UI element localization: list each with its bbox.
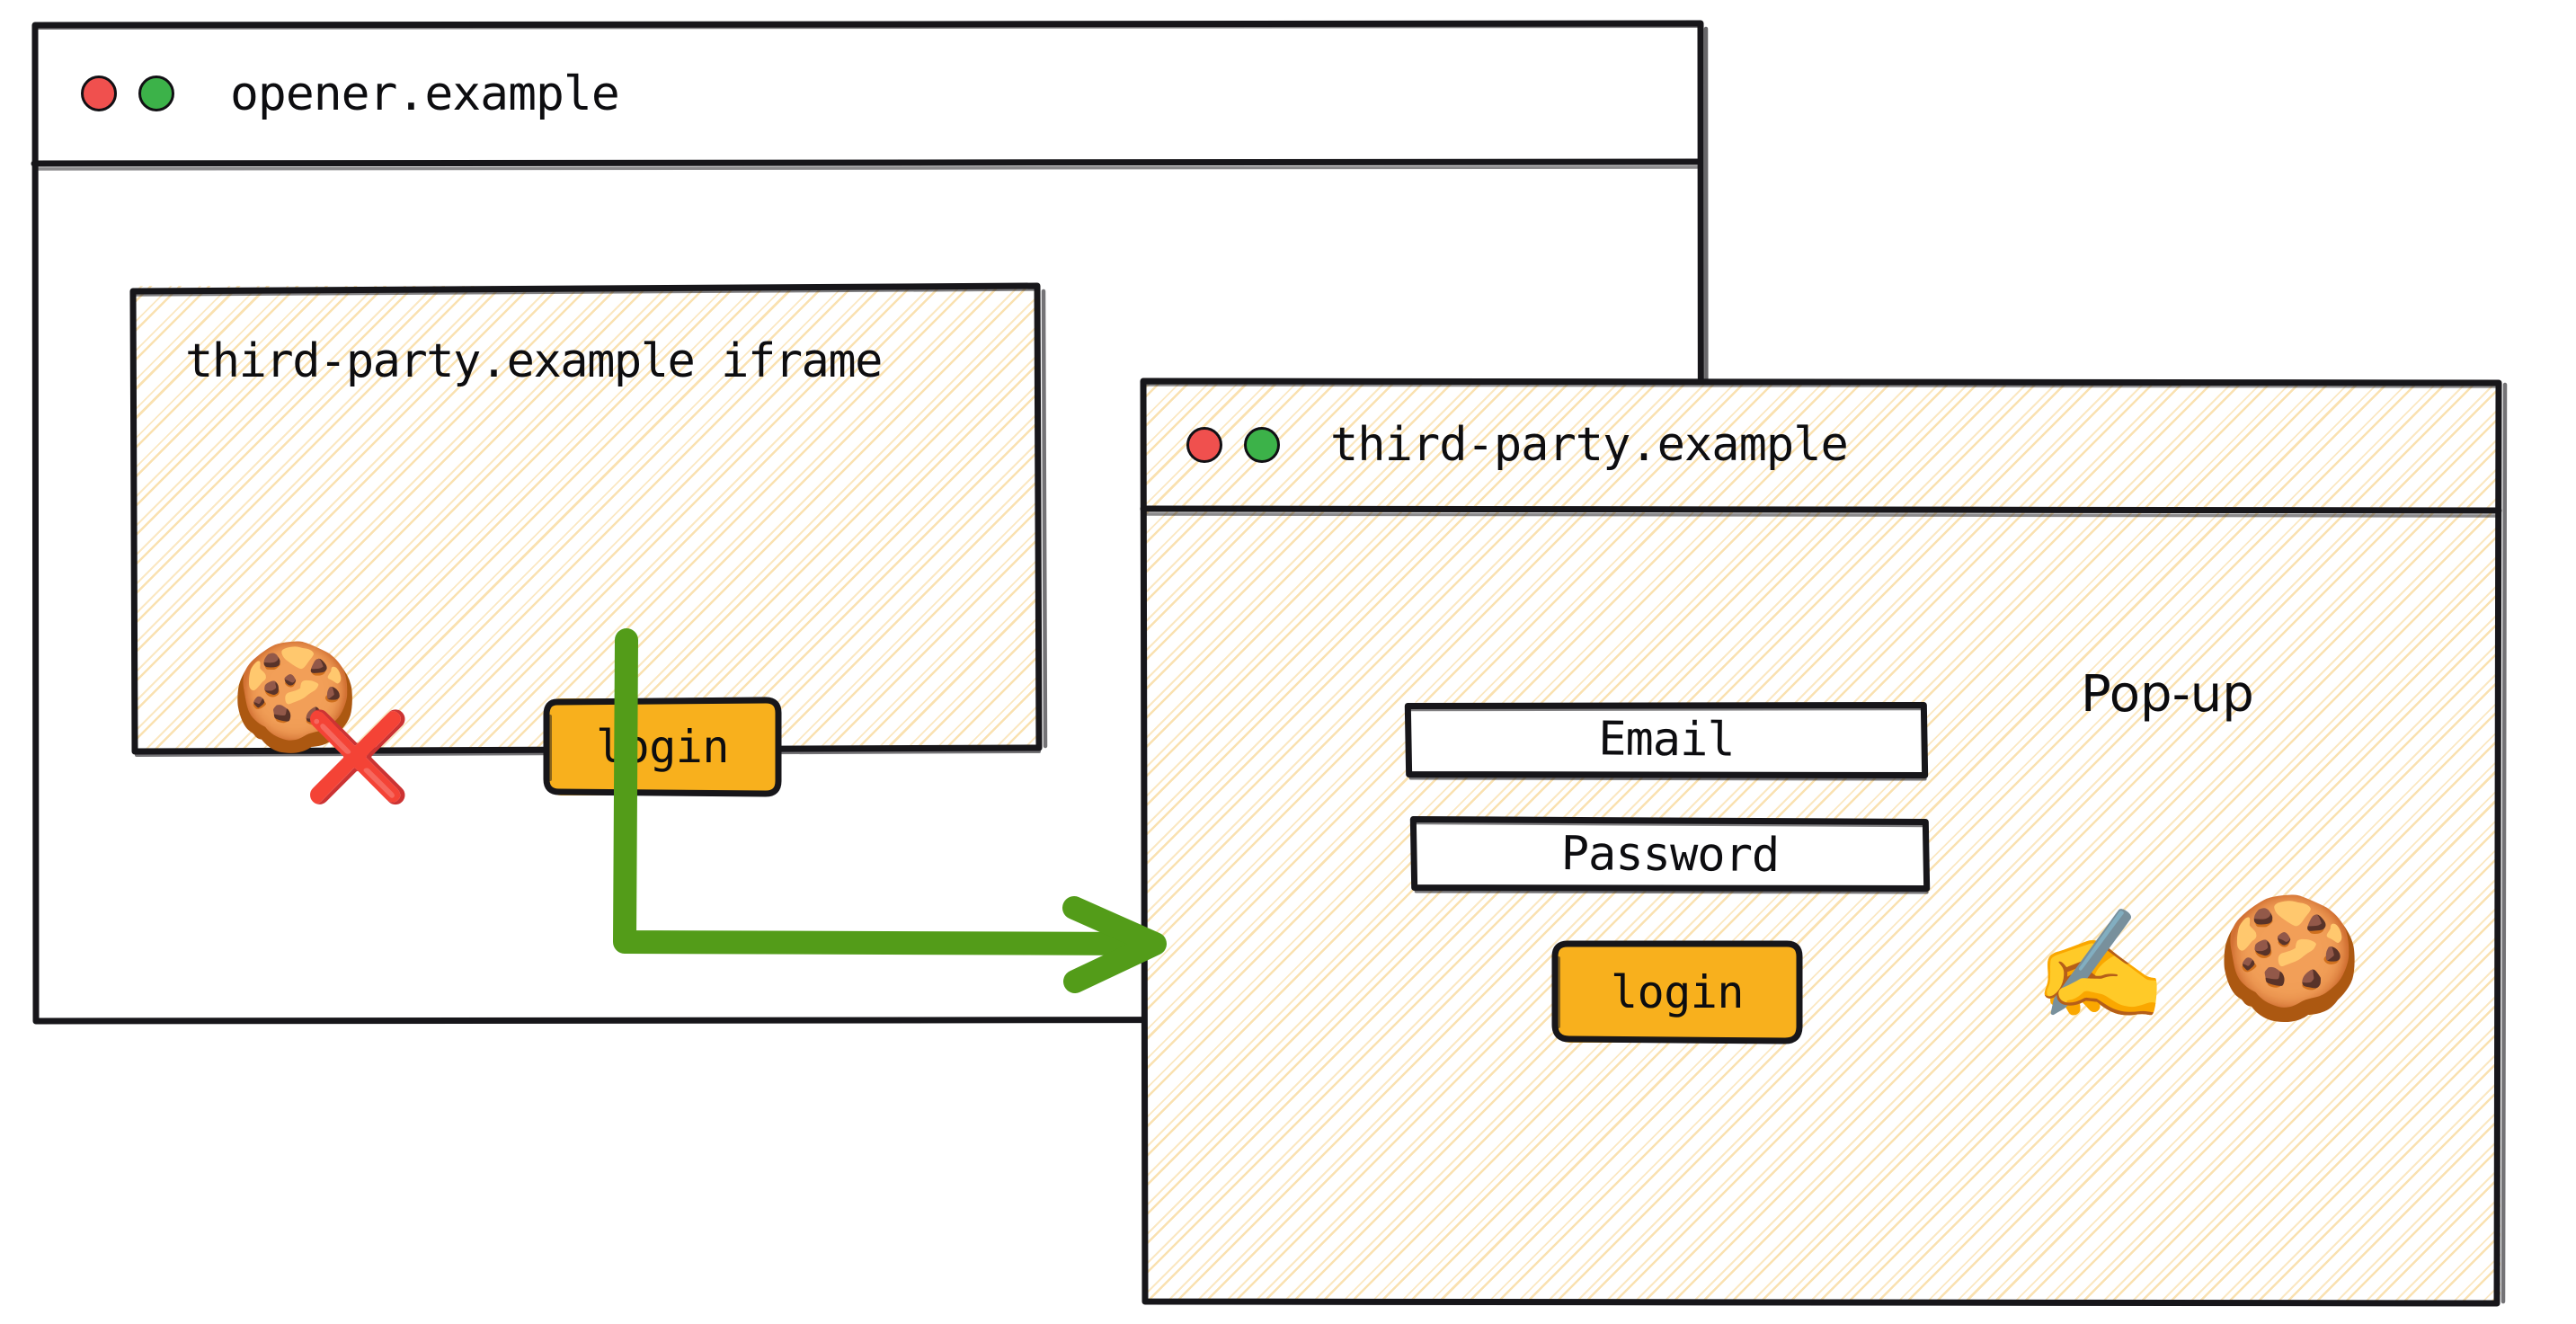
popup-login-button[interactable]: login (1551, 940, 1803, 1044)
cookie-icon: 🍪 (2216, 889, 2364, 1027)
password-field[interactable]: Password (1409, 816, 1931, 894)
iframe-title-label: third-party.example iframe (185, 334, 883, 388)
close-dot[interactable] (81, 76, 117, 111)
iframe-login-button-label: login (595, 721, 730, 773)
close-dot[interactable] (1186, 427, 1222, 463)
popup-titlebar: third-party.example (1143, 381, 2500, 509)
iframe-login-button[interactable]: login (543, 697, 782, 797)
password-field-label: Password (1560, 826, 1780, 884)
maximize-dot[interactable] (138, 76, 174, 111)
opener-window-title: opener.example (230, 66, 620, 121)
popup-annotation-label: Pop-up (2081, 665, 2254, 724)
popup-window-title: third-party.example (1330, 418, 1849, 472)
email-field-label: Email (1597, 712, 1736, 768)
maximize-dot[interactable] (1244, 427, 1280, 463)
email-field[interactable]: Email (1404, 701, 1929, 781)
opener-window-body: third-party.example iframe 🍪 ❌ login (34, 164, 1702, 1021)
cookie-blocked-cross-icon: ❌ (304, 706, 412, 807)
writing-hand-icon: ✍️ (2033, 903, 2168, 1028)
popup-login-button-label: login (1610, 966, 1745, 1018)
opener-titlebar: opener.example (34, 23, 1702, 164)
